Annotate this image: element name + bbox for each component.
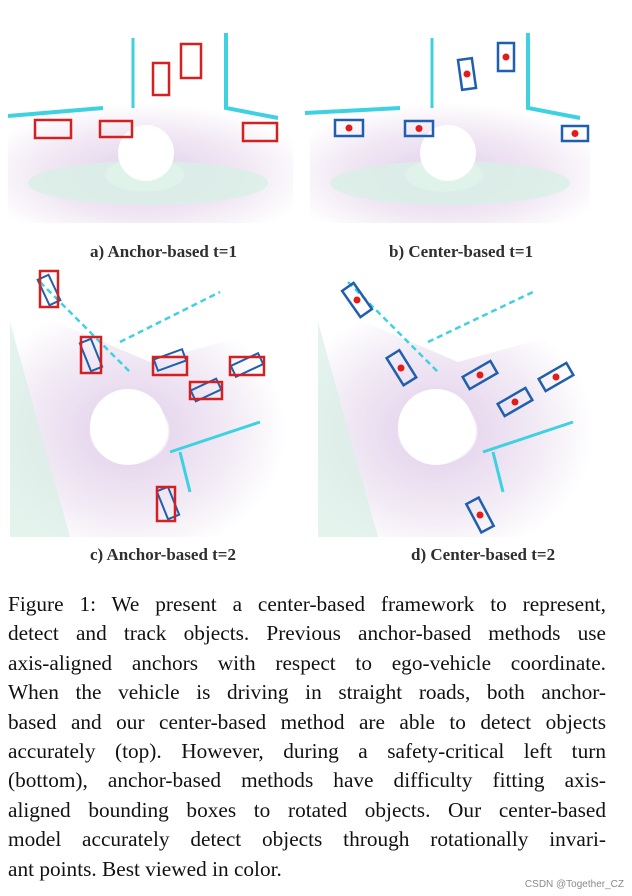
caption-line: Figure 1: We present a center-based fram…	[8, 592, 606, 616]
bbox	[536, 361, 576, 393]
point-cloud-a	[8, 33, 293, 223]
panel-a-label: a) Anchor-based t=1	[90, 242, 237, 261]
bbox	[228, 355, 266, 377]
caption-line: ant points. Best viewed in color.	[8, 856, 282, 881]
panel-a-image	[8, 8, 293, 233]
center-dot	[511, 398, 519, 406]
bbox	[560, 124, 590, 143]
point-cloud-c	[10, 269, 295, 537]
caption-line: aligned bounding boxes to rotated object…	[8, 797, 606, 822]
bbox	[456, 56, 478, 92]
bbox	[78, 337, 104, 373]
bbox	[36, 273, 62, 307]
bbox	[38, 269, 60, 309]
point-cloud-d	[318, 281, 603, 537]
bbox	[188, 380, 224, 401]
caption-line: detect and track objects. Previous ancho…	[8, 621, 606, 646]
center-dot	[552, 373, 560, 381]
bbox	[464, 495, 496, 535]
center-dot	[476, 371, 484, 379]
bbox	[155, 485, 181, 521]
bbox	[189, 377, 223, 403]
panel-d-image	[318, 262, 608, 537]
figure-caption: Figure 1: We present a center-based fram…	[8, 590, 606, 884]
bbox	[229, 351, 265, 379]
center-dot	[415, 125, 423, 132]
bbox	[495, 386, 535, 418]
caption-line: (bottom), anchor-based methods have diff…	[8, 768, 606, 793]
panel-b-image	[300, 8, 600, 233]
bbox	[151, 355, 189, 377]
center-dot	[476, 511, 484, 519]
bbox	[241, 121, 279, 143]
center-dot	[353, 296, 361, 304]
bbox	[33, 118, 73, 140]
bbox	[384, 348, 418, 388]
bbox	[79, 335, 103, 375]
caption-line: model accurately detect objects through …	[8, 827, 606, 852]
center-dot	[502, 53, 510, 61]
watermark: CSDN @Together_CZ	[524, 879, 624, 890]
center-dot	[397, 364, 405, 372]
bbox	[152, 347, 188, 373]
panel-c-label: c) Anchor-based t=2	[90, 545, 236, 564]
bbox	[460, 359, 500, 391]
panel-d-label: d) Center-based t=2	[411, 545, 556, 564]
bbox	[496, 41, 516, 73]
center-dot	[571, 130, 579, 137]
bbox	[155, 485, 177, 523]
bbox	[151, 61, 171, 97]
caption-line: axis-aligned anchors with respect to ego…	[8, 650, 606, 675]
center-dot	[463, 70, 471, 78]
bbox	[179, 42, 203, 80]
bbox	[340, 281, 374, 319]
bbox	[403, 119, 435, 138]
point-cloud-b	[304, 33, 590, 223]
caption-line: When the vehicle is driving in straight …	[8, 680, 606, 705]
panel-c-image	[10, 262, 295, 537]
bbox	[333, 118, 365, 138]
bbox	[98, 119, 134, 139]
caption-line: accurately (top). However, during a safe…	[8, 739, 606, 764]
center-dot	[345, 124, 353, 132]
panel-b-label: b) Center-based t=1	[389, 242, 534, 261]
caption-line: based and our center-based method are ab…	[8, 709, 606, 734]
